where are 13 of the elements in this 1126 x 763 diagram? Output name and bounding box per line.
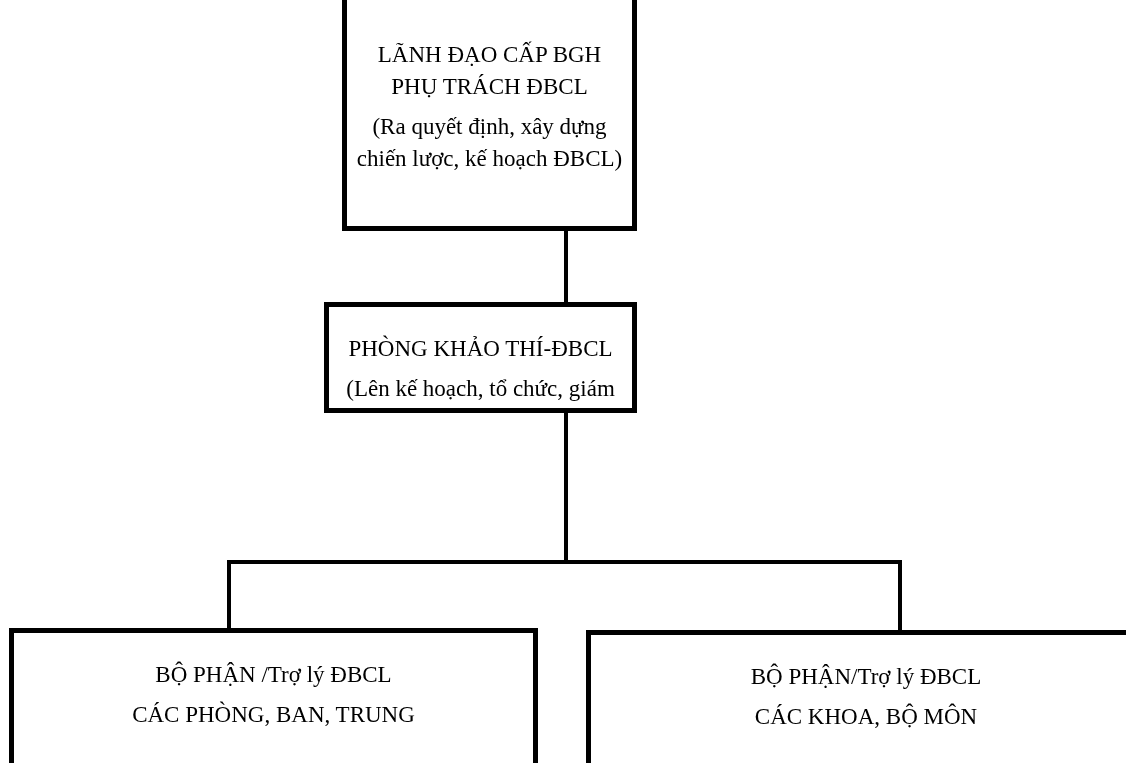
- unit-title: PHÒNG KHẢO THÍ-ĐBCL: [348, 334, 613, 363]
- unit-title: BỘ PHẬN /Trợ lý ĐBCL: [155, 660, 392, 689]
- connector-line: [564, 231, 568, 302]
- unit-title: BỘ PHẬN/Trợ lý ĐBCL: [750, 662, 982, 691]
- unit-title: LÃNH ĐẠO CẤP BGH PHỤ TRÁCH ĐBCL: [376, 40, 603, 101]
- unit-description: CÁC PHÒNG, BAN, TRUNG: [132, 700, 415, 729]
- unit-description: (Lên kế hoạch, tổ chức, giám: [346, 375, 615, 403]
- org-box: [9, 628, 538, 763]
- unit-description: (Ra quyết định, xây dựng chiến lược, kế hoạch ĐBCL): [355, 113, 624, 173]
- org-box: [324, 302, 637, 413]
- org-box: [586, 630, 1126, 763]
- unit-description: CÁC KHOA, BỘ MÔN: [754, 702, 978, 731]
- org-box: [342, 0, 637, 231]
